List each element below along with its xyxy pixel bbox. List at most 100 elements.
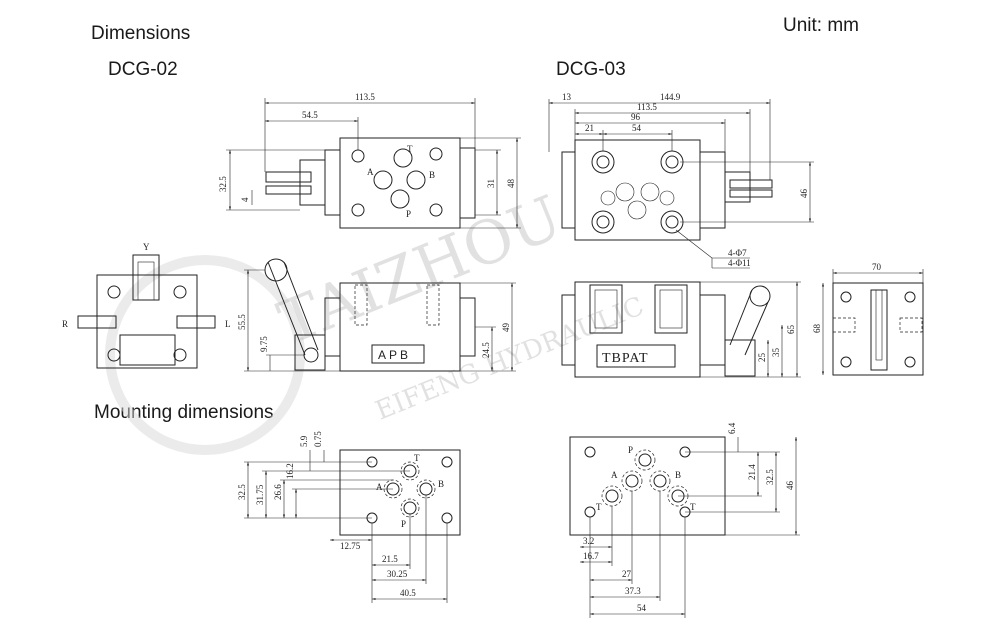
mount02-port [403, 501, 417, 515]
mount03-port-label: A [611, 470, 618, 480]
dim-n-32-5: 32.5 [765, 469, 775, 485]
dcg02-title: DCG-02 [108, 59, 178, 80]
dcg02-top-port-label: T [407, 144, 413, 154]
page-title: Dimensions [91, 23, 191, 44]
mount03-port-label: T [596, 502, 602, 512]
dcg03-front-slot [654, 284, 688, 334]
dim-n-6-4: 6.4 [727, 422, 737, 434]
dcg03-end-hole [840, 356, 852, 368]
dim-n-3-2: 3.2 [583, 536, 594, 546]
dim-32-5: 32.5 [218, 176, 228, 192]
dcg03-top-lever-arm2 [729, 189, 773, 198]
unit-label: Unit: mm [783, 15, 859, 36]
dim-n-27: 27 [622, 569, 632, 579]
dim-m-40-5: 40.5 [400, 588, 416, 598]
dim-m-26-6: 26.6 [273, 484, 283, 500]
dcg03-top-body [574, 139, 701, 241]
mount02-hole [441, 456, 453, 468]
dcg03-front-view: TBPAT 65 25 35 [561, 281, 801, 378]
dim-m-12-75: 12.75 [340, 541, 361, 551]
dcg02-front-nameplate [371, 344, 425, 364]
dcg03-front-nameplate [596, 344, 676, 368]
mount02-port [419, 482, 433, 496]
dcg02-top-view: T A B P 113.5 54.5 32.5 4 31 48 [218, 92, 521, 229]
dcg02-end-roller-right [176, 315, 216, 329]
dcg02-top-hole [429, 147, 443, 161]
mounting-02: T A B P 32.5 31.75 26.6 16.2 5.9 0.75 12… [237, 431, 461, 603]
dcg03-end-hidden [899, 317, 923, 333]
dcg03-front-slot-inner [659, 289, 683, 329]
watermark-line1: TAIZHOU [269, 183, 571, 359]
mount03-port [625, 474, 639, 488]
dcg02-front-lever-base [294, 334, 326, 371]
dcg02-front-hidden [426, 284, 440, 326]
dcg02-end-label-r: R [62, 319, 68, 329]
dcg02-front-neck [324, 297, 341, 357]
dim-70: 70 [872, 262, 882, 272]
dcg03-top-port [640, 182, 660, 202]
dcg03-front-end-left [561, 294, 576, 366]
mounting-03: P A B T T 6.4 21.4 32.5 46 3.2 16.7 27 3… [569, 422, 800, 618]
dcg03-top-hole-inner [665, 155, 679, 169]
mount03-port-ring [634, 449, 656, 471]
dim-54-b: 54 [632, 123, 642, 133]
dcg02-end-lower-block [119, 334, 176, 366]
dim-54-5: 54.5 [302, 110, 318, 120]
dcg02-top-port [373, 170, 393, 190]
dim-4: 4 [240, 197, 250, 202]
dim-m-0-75: 0.75 [313, 431, 323, 447]
dcg03-top-hole-outer [591, 150, 615, 174]
dim-24-5: 24.5 [481, 342, 491, 358]
dim-49: 49 [501, 323, 511, 333]
dim-31: 31 [486, 179, 496, 188]
dim-9-75: 9.75 [259, 336, 269, 352]
mount03-hole [584, 506, 596, 518]
dcg02-front-view: APB 55.5 9.75 24.5 49 [237, 258, 516, 372]
dcg02-top-end-cap [459, 147, 476, 219]
dcg03-end-hole [904, 291, 916, 303]
dcg02-top-lever-arm [265, 171, 312, 183]
dcg03-front-arm [729, 289, 753, 346]
dcg03-end-lever-inner [875, 289, 883, 361]
mount02-port-ring [400, 498, 420, 518]
dcg03-top-end-left [561, 151, 576, 229]
dcg02-end-hole [173, 348, 187, 362]
dcg03-end-hole [840, 291, 852, 303]
dcg03-top-hole-inner [596, 155, 610, 169]
dcg03-front-slot-inner [594, 289, 618, 329]
dcg03-top-hole-inner [665, 215, 679, 229]
dcg02-front-end-cap [459, 297, 476, 357]
dim-25: 25 [757, 353, 767, 363]
dcg02-front-arm [267, 261, 306, 356]
dcg02-end-hole [107, 285, 121, 299]
dcg03-top-port [600, 190, 616, 206]
dcg02-top-neck [324, 149, 341, 216]
hole-spec-2: 4-Φ11 [728, 258, 751, 268]
dim-m-32-5: 32.5 [237, 484, 247, 500]
dim-n-37-3: 37.3 [625, 586, 641, 596]
dcg02-top-hole [351, 203, 365, 217]
dim-m-21-5: 21.5 [382, 554, 398, 564]
dcg02-end-label-y: Y [143, 242, 150, 252]
mount03-plate [569, 436, 726, 536]
dim-65: 65 [786, 325, 796, 335]
mount03-port [638, 453, 652, 467]
dcg03-front-arm [744, 301, 769, 356]
dcg03-end-body [832, 282, 924, 376]
dcg02-end-body [96, 274, 198, 369]
dcg03-top-lever-arm [729, 179, 773, 189]
dcg02-top-port-label: A [367, 167, 374, 177]
dcg03-end-view: 70 68 [812, 262, 924, 376]
dim-m-5-9: 5.9 [299, 435, 309, 447]
dcg03-front-roller [749, 285, 771, 307]
leader-line [675, 229, 713, 259]
dcg03-front-lever-base [724, 339, 756, 377]
dcg02-top-port-label: P [406, 209, 411, 219]
dcg03-top-hole-outer [591, 210, 615, 234]
dcg03-end-hole [904, 356, 916, 368]
dim-144-9: 144.9 [660, 92, 681, 102]
mount03-port [605, 489, 619, 503]
dim-68: 68 [812, 324, 822, 334]
dim-n-21-4: 21.4 [747, 464, 757, 480]
